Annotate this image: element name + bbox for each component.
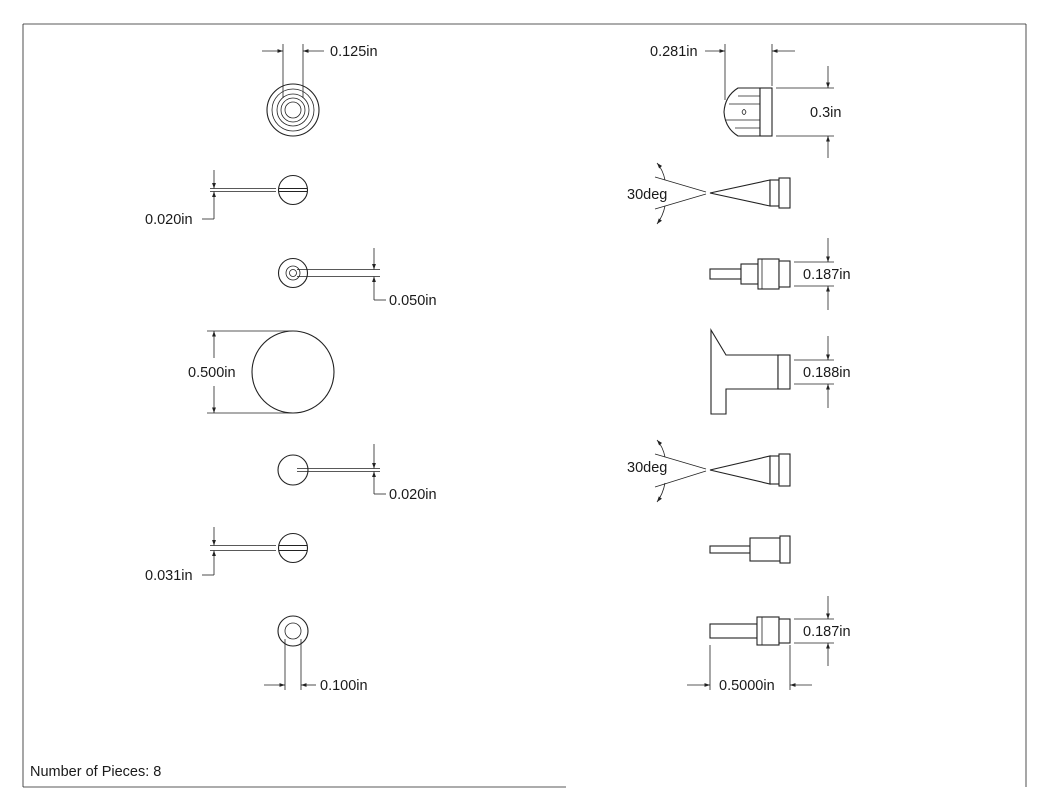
right-part-1-domed-cap: [705, 44, 834, 158]
dim-left-1: 0.125in: [330, 44, 378, 60]
dim-right-1-width: 0.281in: [650, 44, 698, 60]
dim-left-4: 0.500in: [188, 365, 236, 381]
sheet-border: [22, 23, 1027, 788]
dim-right-4: 0.188in: [803, 365, 851, 381]
dim-right-7-length: 0.5000in: [719, 678, 775, 694]
dim-right-3: 0.187in: [803, 267, 851, 283]
dim-left-7: 0.100in: [320, 678, 368, 694]
left-part-3-end-view: [277, 248, 386, 301]
dim-left-6: 0.031in: [145, 568, 193, 584]
dim-right-5-angle: 30deg: [627, 460, 667, 476]
dim-left-5: 0.020in: [389, 487, 437, 503]
dim-right-7-height: 0.187in: [803, 624, 851, 640]
left-part-6-slotted-head: [202, 527, 309, 576]
dim-right-1-height: 0.3in: [810, 105, 841, 121]
right-part-4-flanged-base: [710, 328, 834, 415]
dim-left-2: 0.020in: [145, 212, 193, 228]
pieces-count-label: Number of Pieces: 8: [30, 764, 161, 780]
right-part-3-stepped-pin: [709, 238, 834, 310]
right-part-5-cone-point: [654, 439, 791, 503]
left-part-2-slotted-head: [202, 170, 309, 220]
right-part-7-stepped-pin: [687, 596, 834, 690]
dim-right-2-angle: 30deg: [627, 187, 667, 203]
right-part-6-pin: [709, 535, 791, 564]
left-part-5-end-view: [277, 444, 386, 495]
left-part-4-disc: [207, 330, 335, 414]
left-part-7-ring: [264, 615, 316, 690]
left-part-1-end-view: [262, 44, 324, 137]
dim-left-3: 0.050in: [389, 293, 437, 309]
right-part-2-cone-point: [654, 162, 791, 225]
